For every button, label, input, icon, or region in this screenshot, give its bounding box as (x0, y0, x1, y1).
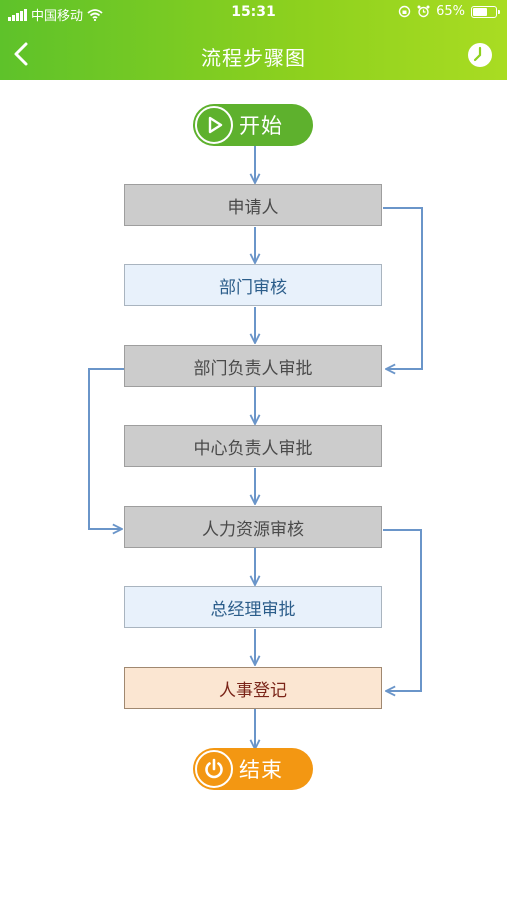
orientation-lock-icon (398, 5, 411, 18)
flowchart: 开始 申请人 部门审核 部门负责人审批 中心负责人审批 人力资源审核 总经理审批… (0, 80, 507, 900)
step-label: 部门负责人审批 (193, 358, 313, 379)
flow-step-2[interactable]: 部门审核 (124, 264, 382, 306)
flow-step-3[interactable]: 部门负责人审批 (124, 345, 382, 387)
connector-bypass-step1-to-step3 (383, 207, 423, 369)
history-button[interactable] (465, 40, 495, 70)
clock-icon (468, 43, 492, 67)
step-label: 申请人 (227, 197, 279, 218)
start-label: 开始 (239, 114, 283, 138)
page-title: 流程步骤图 (201, 46, 306, 70)
flow-step-7[interactable]: 人事登记 (124, 667, 382, 709)
chevron-left-icon (14, 42, 28, 66)
status-bar: 中国移动 15:31 65% (0, 0, 507, 28)
step-label: 部门审核 (219, 277, 287, 298)
flow-step-6[interactable]: 总经理审批 (124, 586, 382, 628)
step-label: 中心负责人审批 (193, 438, 313, 459)
step-label: 人力资源审核 (202, 519, 304, 540)
battery-percent: 65% (436, 4, 465, 19)
end-node: 结束 (193, 748, 313, 790)
end-label: 结束 (239, 758, 283, 782)
step-label: 总经理审批 (210, 599, 296, 620)
signal-icon (8, 8, 27, 21)
alarm-icon (417, 5, 430, 18)
flow-connectors (88, 146, 423, 900)
play-icon (195, 106, 233, 144)
step-label: 人事登记 (219, 680, 287, 701)
flow-step-4[interactable]: 中心负责人审批 (124, 425, 382, 467)
battery-icon (471, 5, 500, 18)
back-button[interactable] (6, 36, 42, 72)
clock-time: 15:31 (231, 4, 276, 20)
power-icon (195, 750, 233, 788)
flow-step-1[interactable]: 申请人 (124, 184, 382, 226)
flow-step-5[interactable]: 人力资源审核 (124, 506, 382, 548)
connector-bypass-step3-to-step5 (88, 368, 124, 529)
carrier-label: 中国移动 (31, 9, 84, 24)
header-bar: 中国移动 15:31 65% 流 (0, 0, 507, 80)
start-node: 开始 (193, 104, 313, 146)
connector-bypass-step5-to-step7 (383, 529, 422, 691)
wifi-icon (87, 8, 103, 21)
